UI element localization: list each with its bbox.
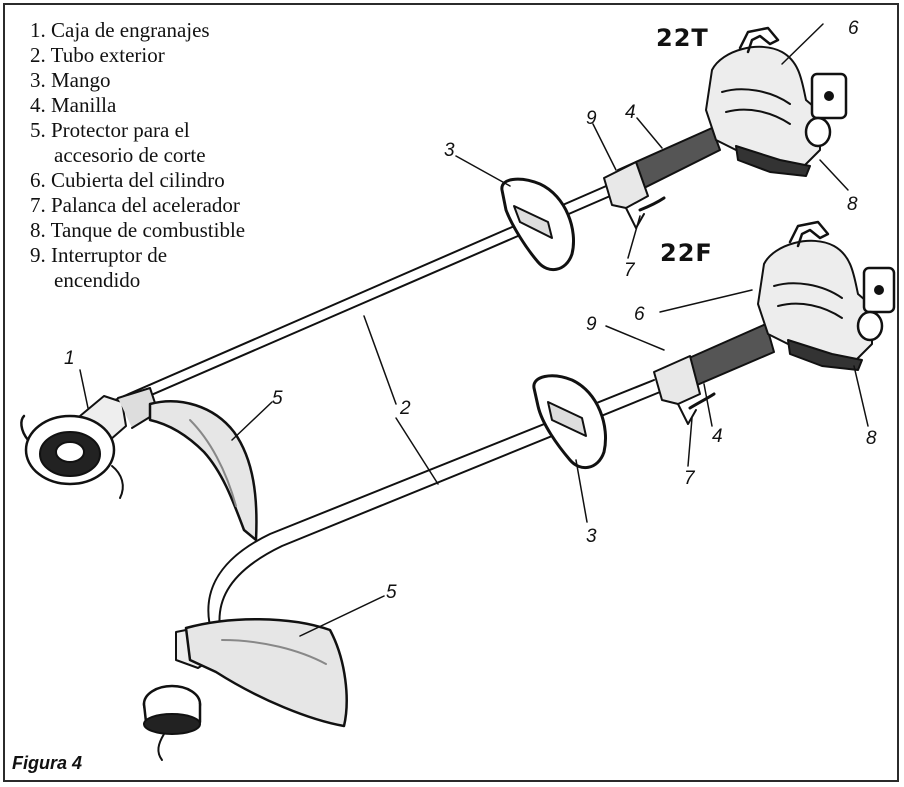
callout-6-bottom: 6 — [634, 304, 645, 325]
throttle-housing-22t — [603, 161, 649, 209]
figure-caption: Figura 4 — [12, 753, 83, 773]
legend-item-3: 3. Mango — [30, 68, 111, 92]
legend-item-9: 9. Interruptor de — [30, 243, 168, 267]
callout-9-bottom: 9 — [586, 314, 597, 335]
callout-8-top: 8 — [847, 194, 858, 215]
callout-4-top: 4 — [625, 102, 636, 123]
callout-5-bottom: 5 — [386, 582, 397, 603]
fuel-cap-22f — [856, 310, 884, 342]
legend-item-6: 6. Cubierta del cilindro — [30, 168, 225, 192]
engine-body-22t — [705, 45, 821, 171]
guard-22f — [184, 617, 348, 728]
legend-item-4: 4. Manilla — [30, 93, 117, 117]
callout-3-bottom: 3 — [586, 526, 597, 547]
leader-lines — [79, 23, 869, 637]
throttle-lever-22t — [638, 196, 666, 212]
model-label-22t: 22T — [656, 24, 709, 52]
legend-item-1: 1. Caja de engranajes — [30, 18, 210, 42]
callout-6-top: 6 — [848, 18, 859, 39]
callout-7-bottom: 7 — [684, 468, 696, 489]
legend-item-8: 8. Tanque de combustible — [30, 218, 246, 242]
model-label-22f: 22F — [660, 239, 713, 267]
callout-3-top: 3 — [444, 140, 455, 161]
legend-item-5-cont: accesorio de corte — [54, 143, 206, 167]
legend-item-9-cont: encendido — [54, 268, 141, 292]
callout-7-top: 7 — [624, 260, 636, 281]
legend-item-7: 7. Palanca del acelerador — [30, 193, 240, 217]
callouts-22t: 1 5 3 9 4 6 7 8 2 — [64, 18, 859, 419]
parts-legend: 1. Caja de engranajes 2. Tubo exterior 3… — [30, 18, 245, 293]
callout-5-top: 5 — [272, 388, 283, 409]
fuel-tank-22f — [787, 339, 863, 371]
guard-22t — [148, 400, 258, 542]
fuel-cap-22t — [804, 116, 832, 148]
callout-8-bottom: 8 — [866, 428, 877, 449]
callout-4-bottom: 4 — [712, 426, 723, 447]
trimmer-22t — [20, 26, 848, 542]
throttle-lever-22f — [688, 392, 716, 410]
throttle-housing-22f — [653, 355, 701, 405]
callouts-22f: 3 4 7 8 6 9 5 — [386, 304, 877, 603]
legend-item-2: 2. Tubo exterior — [30, 43, 165, 67]
callout-1: 1 — [64, 348, 75, 369]
callout-2: 2 — [399, 398, 411, 419]
trimmer-22f — [142, 220, 896, 761]
engine-body-22f — [757, 239, 873, 365]
fuel-tank-22t — [735, 145, 811, 177]
legend-item-5: 5. Protector para el — [30, 118, 190, 142]
callout-9-top: 9 — [586, 108, 597, 129]
